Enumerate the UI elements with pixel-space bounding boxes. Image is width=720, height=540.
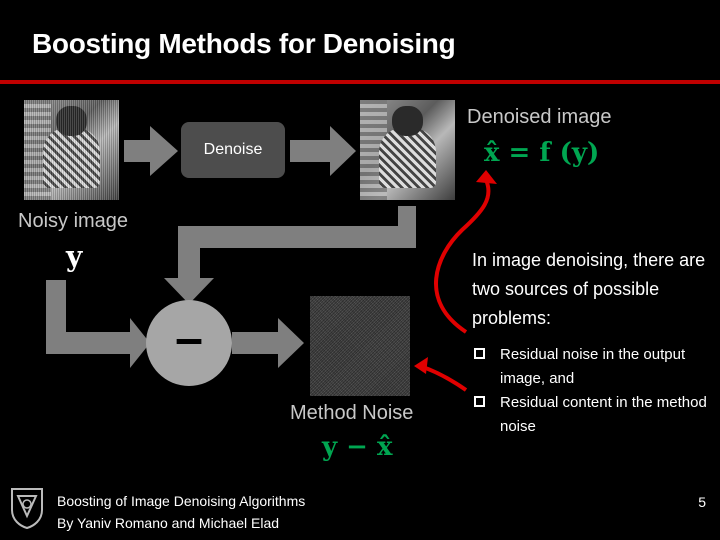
denoise-label: Denoise [203, 141, 263, 158]
footer: Boosting of Image Denoising Algorithms B… [57, 490, 305, 534]
page-number: 5 [698, 494, 706, 510]
technion-logo-icon [11, 488, 43, 530]
body-text: In image denoising, there are two source… [472, 250, 706, 328]
subtract-node: – [146, 300, 232, 386]
checkbox-bullet-icon [474, 348, 485, 359]
arrow-noisy-to-minus [46, 280, 150, 368]
footer-line-1: Boosting of Image Denoising Algorithms [57, 493, 306, 509]
minus-symbol: – [175, 310, 203, 366]
bullet-list: Residual noise in the output image, and … [474, 343, 714, 439]
title-divider [0, 80, 720, 84]
method-noise-label: Method Noise [290, 402, 414, 424]
title-bar [0, 0, 720, 80]
noisy-symbol: y [66, 240, 83, 273]
arrow-denoised-to-minus [164, 206, 416, 304]
arrow-minus-to-noise [232, 318, 304, 368]
arrow-from-denoise [290, 126, 356, 176]
denoised-formula: x̂ = f (y) [484, 138, 600, 168]
footer-line-2: By Yaniv Romano and Michael Elad [57, 515, 280, 531]
denoised-image-label: Denoised image [467, 106, 612, 128]
denoise-box: Denoise [181, 122, 285, 178]
method-noise-image [310, 296, 410, 396]
denoised-image [360, 100, 455, 200]
bullet-item: Residual content in the method noise [474, 391, 714, 439]
checkbox-bullet-icon [474, 396, 485, 407]
noisy-image [24, 100, 119, 200]
arrow-to-denoise [124, 126, 178, 176]
red-arrow-to-denoised [434, 179, 491, 334]
noisy-image-label: Noisy image [18, 210, 129, 232]
red-arrow-to-noise [419, 364, 468, 392]
slide-title: Boosting Methods for Denoising [32, 28, 456, 59]
bullet-item: Residual noise in the output image, and [474, 343, 714, 391]
method-noise-formula: y − x̂ [322, 432, 393, 462]
